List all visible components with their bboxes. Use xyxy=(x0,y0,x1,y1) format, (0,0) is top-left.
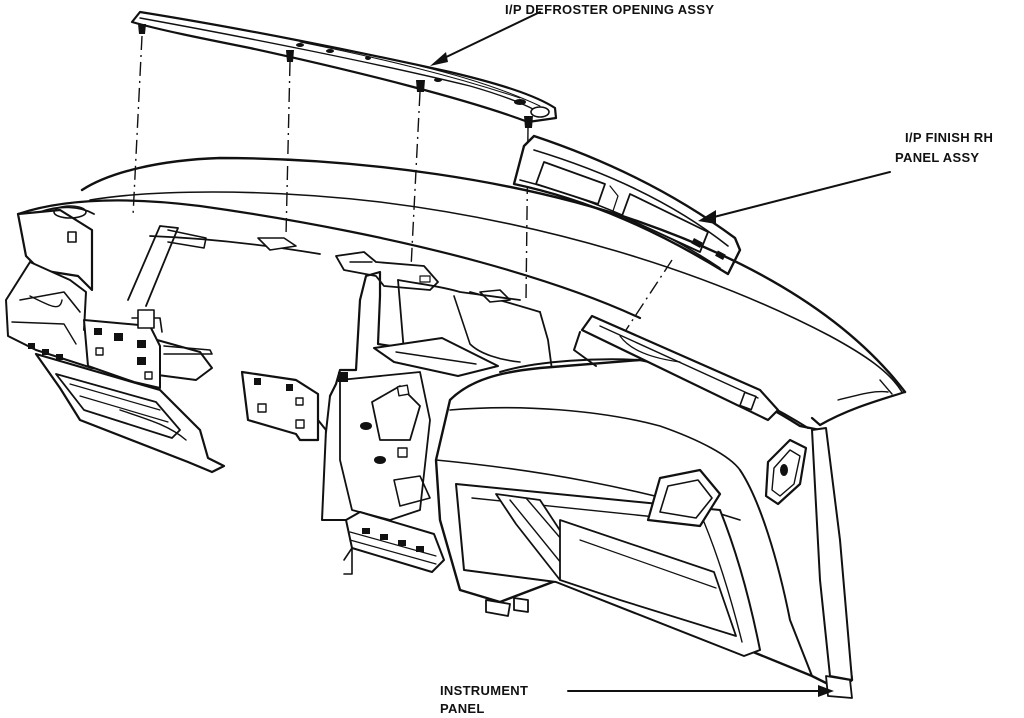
finish-rh-panel-assy xyxy=(512,134,742,276)
callout-arrows xyxy=(430,11,891,697)
instrument-panel-label-line2: PANEL xyxy=(440,701,485,716)
rh-pad-opening xyxy=(573,314,780,422)
finish-panel-label-line2: PANEL ASSY xyxy=(895,150,979,165)
defroster-label: I/P DEFROSTER OPENING ASSY xyxy=(505,2,714,17)
glove-box-assembly xyxy=(434,358,854,699)
left-end-section xyxy=(5,205,226,474)
left-support-bracket xyxy=(83,225,213,389)
defroster-opening-assy xyxy=(130,10,558,128)
instrument-panel-top-pad xyxy=(16,156,907,427)
center-bracket xyxy=(149,235,541,313)
instrument-panel-label-line1: INSTRUMENT xyxy=(440,683,528,698)
center-support-frame xyxy=(240,270,553,575)
finish-panel-label-line1: I/P FINISH RH xyxy=(905,130,993,145)
